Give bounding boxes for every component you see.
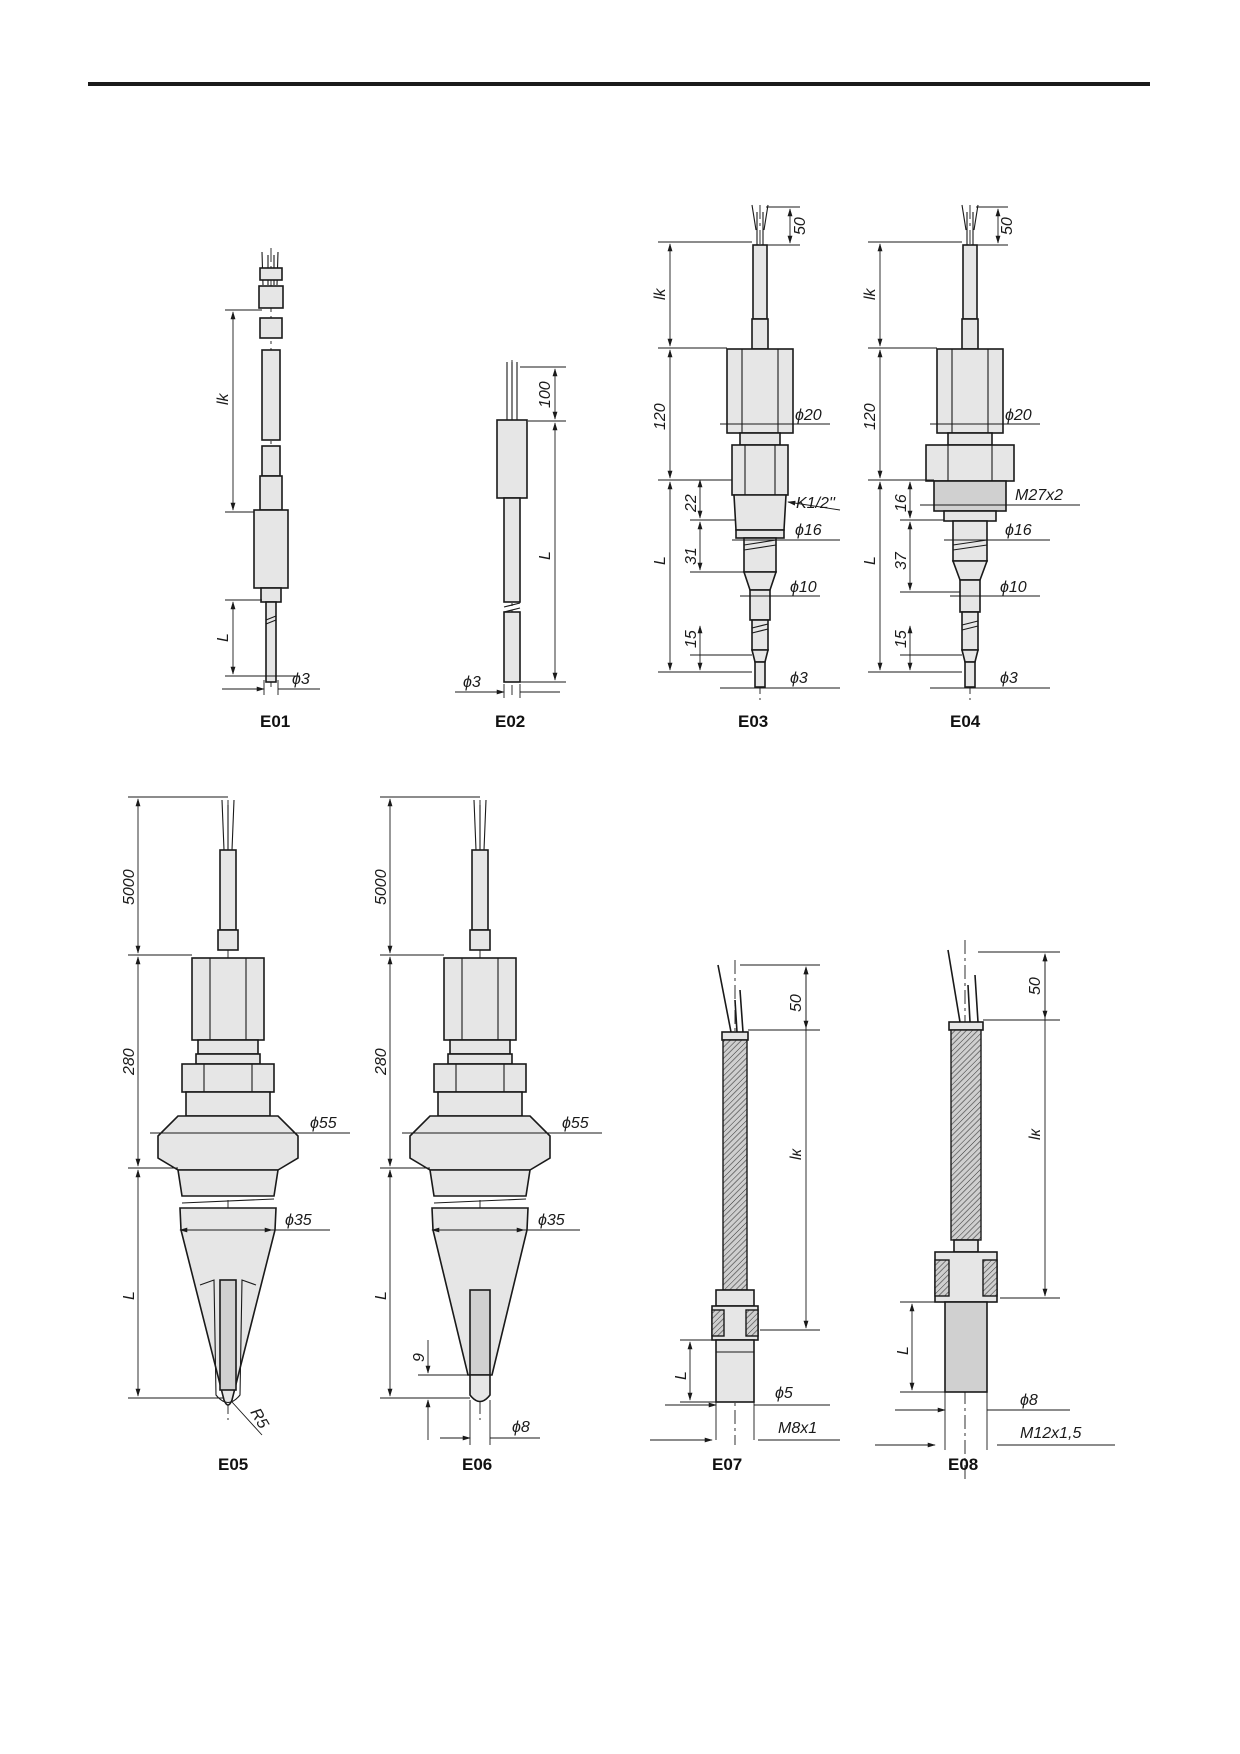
- e03-dim-d3: ϕ3: [790, 670, 808, 687]
- e04-dim-h37: 37: [893, 551, 910, 570]
- figure-e05: 5000 280 ϕ55 ϕ35 L R5 E05: [121, 796, 350, 1474]
- e06-dim-h9: 9: [411, 1353, 428, 1362]
- e07-dim-L: L: [673, 1371, 690, 1380]
- figure-e08: 50 lк L ϕ8 M12x1,5 E08: [875, 940, 1115, 1480]
- figure-e04: 50 lk 120 ϕ20 M27x2 16 ϕ16 L 37 ϕ10 15 ϕ…: [862, 204, 1080, 731]
- e03-dim-thread: K1/2'': [796, 495, 836, 512]
- e03-dim-d16: ϕ16: [795, 522, 822, 539]
- e04-dim-thread: M27x2: [1015, 487, 1063, 504]
- figure-e01: lk L ϕ3 E01: [215, 248, 320, 731]
- e08-dim-wires: 50: [1027, 977, 1044, 995]
- e01-caption: E01: [260, 712, 290, 731]
- e03-dim-lk: lk: [652, 287, 669, 300]
- figure-e03: 50 lk 120 ϕ20 K1/2'' 22 ϕ16 L 31 ϕ10 15 …: [652, 204, 841, 731]
- e07-dim-d5: ϕ5: [775, 1385, 793, 1402]
- e05-dim-d55: ϕ55: [310, 1115, 337, 1132]
- e04-dim-wires: 50: [999, 217, 1016, 235]
- e04-caption: E04: [950, 712, 981, 731]
- e03-dim-d10: ϕ10: [790, 579, 817, 596]
- e05-dim-L: L: [121, 1291, 138, 1300]
- e05-caption: E05: [218, 1455, 248, 1474]
- e05-dim-radius: R5: [247, 1406, 272, 1432]
- e03-dim-L: L: [652, 556, 669, 565]
- e07-dim-wires: 50: [788, 994, 805, 1012]
- e03-dim-h22: 22: [683, 494, 700, 513]
- e08-dim-d8: ϕ8: [1020, 1392, 1038, 1409]
- e06-dim-d55: ϕ55: [562, 1115, 589, 1132]
- e01-dim-L: L: [215, 633, 232, 642]
- e03-dim-d20: ϕ20: [795, 407, 822, 424]
- e07-dim-lk: lк: [788, 1147, 805, 1160]
- e08-caption: E08: [948, 1455, 978, 1474]
- e02-caption: E02: [495, 712, 525, 731]
- e05-dim-head: 280: [121, 1048, 138, 1076]
- e06-dim-cable: 5000: [373, 869, 390, 905]
- e06-dim-d8: ϕ8: [512, 1419, 530, 1436]
- e04-dim-d20: ϕ20: [1005, 407, 1032, 424]
- e03-caption: E03: [738, 712, 768, 731]
- e06-dim-d35: ϕ35: [538, 1212, 565, 1229]
- e08-dim-lk: lк: [1027, 1127, 1044, 1140]
- e03-dim-h15: 15: [683, 630, 700, 648]
- figure-e06: 5000 280 ϕ55 ϕ35 L 9 ϕ8 E06: [373, 796, 602, 1474]
- e02-dim-d: ϕ3: [463, 674, 481, 691]
- e04-dim-lk: lk: [862, 287, 879, 300]
- e06-dim-L: L: [373, 1291, 390, 1300]
- e02-dim-L: L: [537, 551, 554, 560]
- e07-dim-thread: M8x1: [778, 1420, 817, 1437]
- e04-dim-head: 120: [862, 403, 879, 430]
- e08-dim-L: L: [895, 1346, 912, 1355]
- e04-dim-d10: ϕ10: [1000, 579, 1027, 596]
- e06-dim-head: 280: [373, 1048, 390, 1076]
- e04-dim-h15: 15: [893, 630, 910, 648]
- e05-dim-d35: ϕ35: [285, 1212, 312, 1229]
- e03-dim-wires: 50: [792, 217, 809, 235]
- e02-dim-cable: 100: [537, 381, 554, 408]
- e01-dim-lk: lk: [215, 392, 232, 405]
- e05-dim-cable: 5000: [121, 869, 138, 905]
- e03-dim-h31: 31: [683, 547, 700, 565]
- e08-dim-thread: M12x1,5: [1020, 1425, 1081, 1442]
- e01-dim-d: ϕ3: [292, 671, 310, 688]
- figure-e07: 50 lк L ϕ5 M8x1 E07: [650, 960, 840, 1474]
- figure-e02: 100 L ϕ3 E02: [455, 360, 566, 731]
- e03-dim-head: 120: [652, 403, 669, 430]
- e04-dim-L: L: [862, 556, 879, 565]
- e04-dim-d3: ϕ3: [1000, 670, 1018, 687]
- e07-caption: E07: [712, 1455, 742, 1474]
- e04-dim-h16: 16: [893, 494, 910, 512]
- e06-caption: E06: [462, 1455, 492, 1474]
- e04-dim-d16: ϕ16: [1005, 522, 1032, 539]
